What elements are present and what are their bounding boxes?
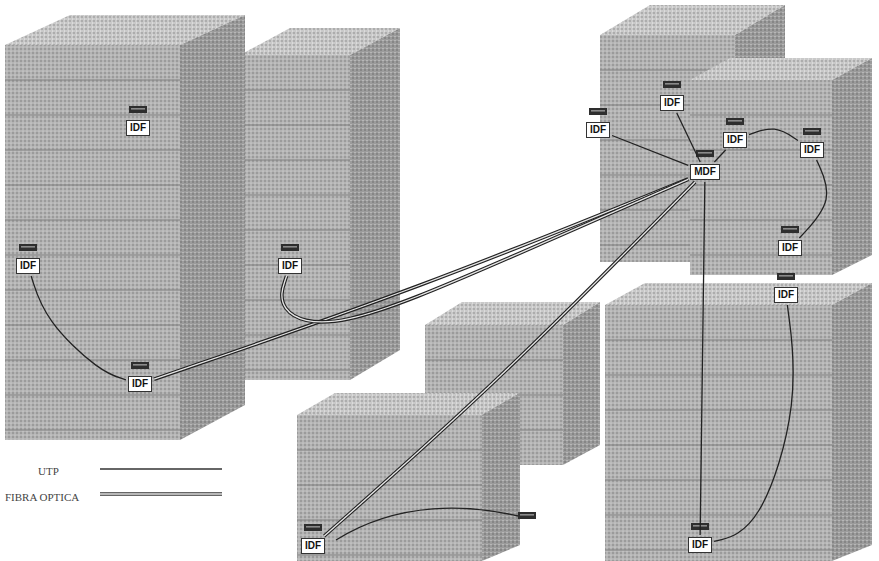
fibre-link	[324, 182, 695, 536]
utp-line	[714, 150, 725, 162]
building	[482, 393, 520, 561]
network-closet-label: IDF	[586, 122, 610, 138]
closet-name: IDF	[804, 144, 820, 156]
network-closet-label: IDF	[16, 258, 40, 274]
fibre-outer	[324, 182, 695, 536]
network-closet-label: IDF	[774, 287, 798, 303]
utp-link	[714, 305, 793, 541]
building	[690, 58, 872, 275]
building	[605, 283, 872, 305]
building	[605, 283, 872, 561]
closet-name: IDF	[590, 124, 606, 136]
network-closet-label: IDF	[800, 142, 824, 158]
utp-line	[31, 276, 126, 380]
closet-name: IDF	[692, 539, 708, 551]
fibre-inner	[154, 179, 688, 379]
network-device	[131, 362, 149, 369]
building	[297, 393, 520, 561]
legend-utp-line	[100, 468, 222, 469]
utp-link	[714, 150, 725, 162]
network-closet-label: IDF	[278, 258, 302, 274]
building	[5, 45, 180, 440]
network-closet-label: IDF	[301, 538, 325, 554]
legend-fibre-line	[100, 492, 222, 496]
utp-line	[677, 113, 700, 162]
utp-link	[612, 136, 688, 166]
utp-link	[700, 182, 705, 535]
building	[350, 28, 400, 380]
closet-name: IDF	[778, 289, 794, 301]
network-device	[726, 118, 744, 125]
network-device	[19, 244, 37, 251]
legend-entry: FIBRA OPTICA	[5, 487, 79, 505]
fibre-link	[154, 179, 688, 379]
building	[297, 415, 482, 561]
network-device	[663, 81, 681, 88]
utp-line	[612, 136, 688, 166]
closet-name: IDF	[664, 97, 680, 109]
building	[240, 28, 400, 380]
network-closet-label: IDF	[128, 376, 152, 392]
building	[832, 283, 872, 561]
building	[297, 393, 520, 415]
building	[832, 58, 872, 275]
closet-name: IDF	[282, 260, 298, 272]
closet-name: IDF	[20, 260, 36, 272]
network-closet-label: IDF	[778, 240, 802, 256]
building	[690, 115, 832, 255]
closet-name: IDF	[727, 134, 743, 146]
legend-fibre-line	[100, 493, 222, 494]
network-closet-label: MDF	[690, 164, 720, 180]
building	[180, 15, 245, 440]
network-device	[589, 108, 607, 115]
utp-cable	[336, 508, 518, 540]
fibre-outer	[154, 179, 688, 379]
network-device	[518, 512, 536, 519]
closet-name: IDF	[782, 242, 798, 254]
network-device	[696, 150, 714, 157]
network-closet-label: IDF	[688, 537, 712, 553]
utp-link	[799, 160, 826, 238]
network-device	[281, 244, 299, 251]
building	[605, 305, 832, 561]
fibre-inner	[324, 182, 695, 536]
closet-name: IDF	[305, 540, 321, 552]
closet-name: IDF	[130, 122, 146, 134]
closet-name: MDF	[694, 166, 716, 178]
utp-cable	[336, 508, 518, 540]
building	[605, 340, 832, 550]
building	[240, 90, 350, 370]
network-closet-label: IDF	[723, 132, 747, 148]
utp-link	[677, 113, 700, 162]
network-device	[781, 226, 799, 233]
network-device	[803, 128, 821, 135]
network-device	[129, 106, 147, 113]
utp-line	[799, 160, 826, 238]
utp-line	[700, 182, 705, 535]
network-closet-label: IDF	[126, 120, 150, 136]
building	[563, 302, 600, 465]
network-closet-label: IDF	[660, 95, 684, 111]
utp-line	[749, 129, 798, 140]
legend-text: FIBRA OPTICA	[5, 491, 79, 503]
network-device	[304, 524, 322, 531]
building	[297, 450, 482, 555]
closet-name: IDF	[132, 378, 148, 390]
utp-link	[749, 129, 798, 140]
legend-text: UTP	[38, 465, 59, 477]
network-device	[777, 273, 795, 280]
legend-entry: UTP	[38, 461, 59, 479]
utp-line	[714, 305, 793, 541]
building	[5, 15, 245, 440]
utp-link	[31, 276, 126, 380]
building	[690, 80, 832, 275]
